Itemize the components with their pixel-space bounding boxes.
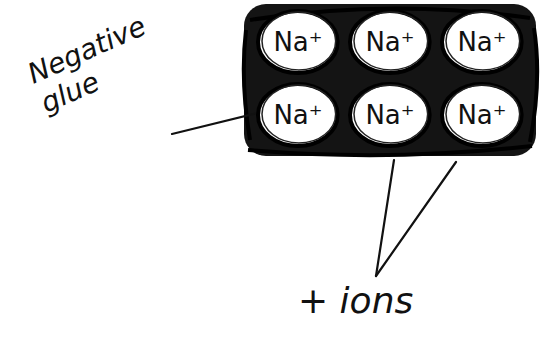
ion-scribble [354, 85, 428, 143]
ion-circle: Na⁺ [439, 8, 525, 76]
negative-glue-blob [244, 4, 537, 156]
ion-leader-line [376, 160, 394, 276]
glue-fill [244, 4, 536, 156]
ion-ellipse [258, 11, 338, 73]
ion-label: Na⁺ [457, 100, 506, 130]
ion-ellipse [350, 84, 430, 146]
ion-circle: Na⁺ [347, 8, 433, 76]
ion-ellipse [350, 11, 430, 73]
ion-scribble [262, 85, 336, 143]
ion-scribble [446, 85, 520, 143]
ion-label: Na⁺ [273, 27, 322, 57]
ion-circle: Na⁺ [255, 81, 341, 149]
glue-leader-line [172, 112, 262, 134]
glue-label: Negative glue [23, 4, 177, 120]
ion-label: Na⁺ [273, 100, 322, 130]
ion-label: Na⁺ [365, 100, 414, 130]
ion-ellipse [442, 11, 522, 73]
glue-scribble [244, 8, 537, 155]
ion-leader-line [376, 162, 456, 276]
ion-scribble [354, 12, 428, 70]
ion-label: Na⁺ [365, 27, 414, 57]
ions-label: + ions [298, 280, 458, 321]
ion-ellipse [258, 84, 338, 146]
ion-circle: Na⁺ [439, 81, 525, 149]
ion-scribble [262, 12, 336, 70]
ion-circle: Na⁺ [347, 81, 433, 149]
ion-label: Na⁺ [457, 27, 506, 57]
ion-scribble [446, 12, 520, 70]
ion-ellipse [442, 84, 522, 146]
ion-circle: Na⁺ [255, 8, 341, 76]
